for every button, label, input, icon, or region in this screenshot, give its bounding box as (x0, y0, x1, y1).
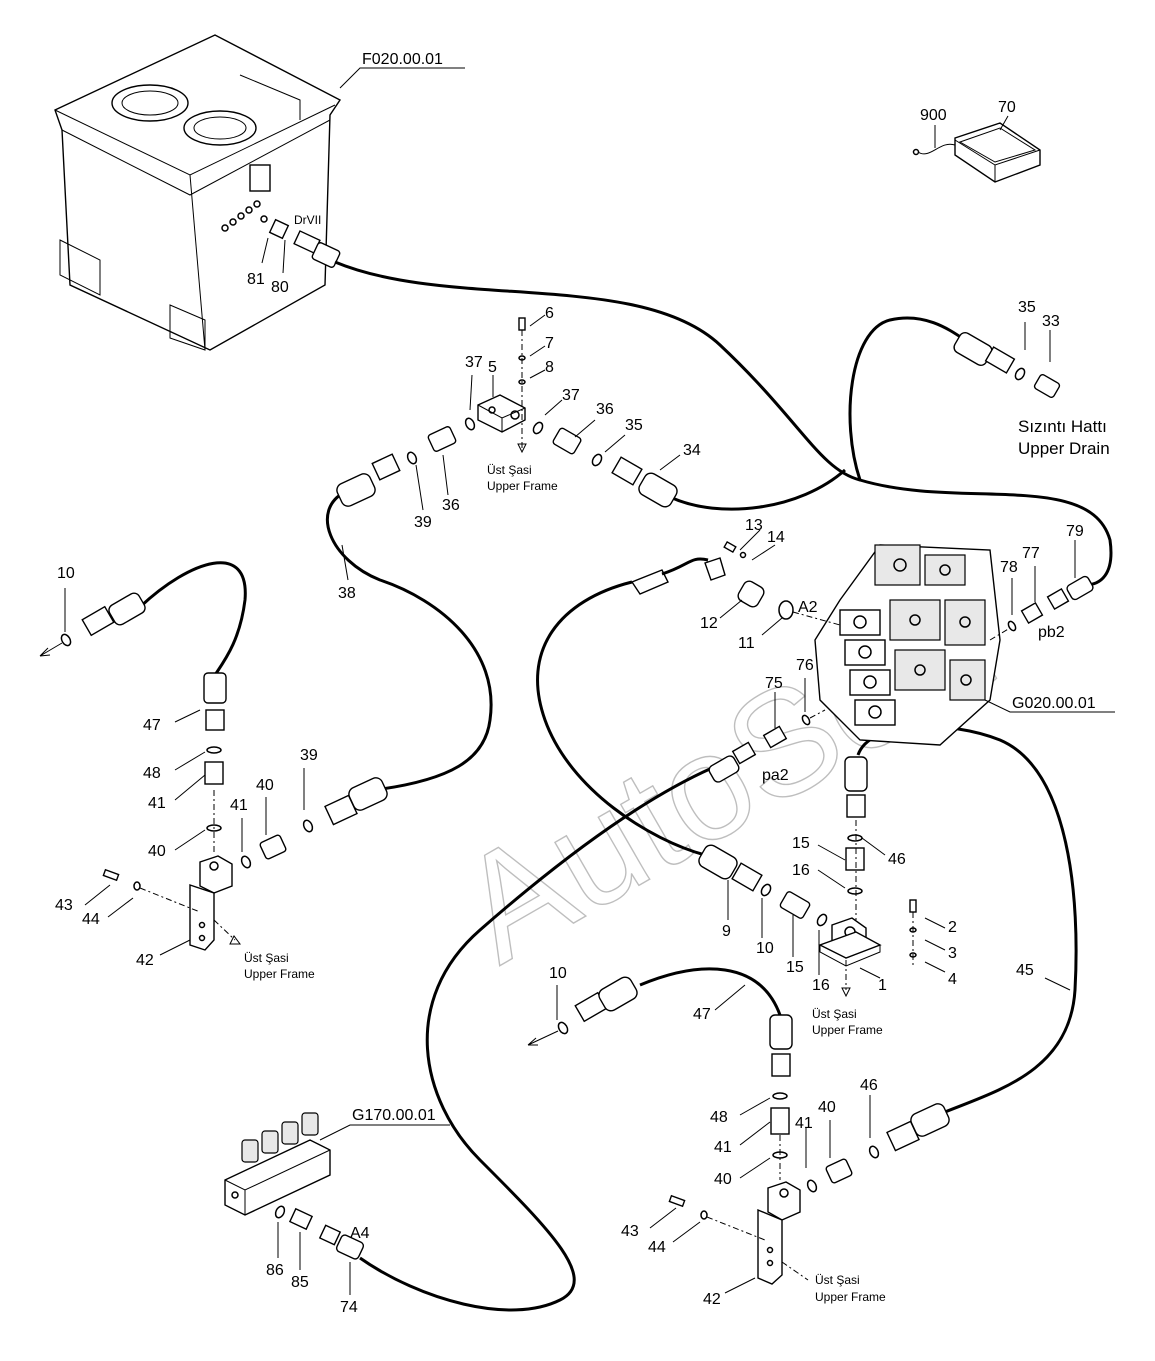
frame-note-lower-tr: Üst Şasi (815, 1273, 860, 1287)
callout-78: 78 (1000, 559, 1018, 576)
callout-39-top: 39 (414, 514, 432, 531)
frame-note-center-tr: Üst Şasi (487, 463, 532, 477)
callout-46-center: 46 (888, 851, 906, 868)
hose-lines (138, 260, 1113, 1312)
callout-10-center: 10 (756, 940, 774, 957)
callout-7: 7 (545, 335, 554, 352)
callout-76: 76 (796, 657, 814, 674)
callout-37-left: 37 (465, 354, 483, 371)
callout-35-right: 35 (625, 417, 643, 434)
callout-44-lower: 44 (648, 1239, 666, 1256)
callout-34: 34 (683, 442, 701, 459)
callout-45: 45 (1016, 962, 1034, 979)
left-bracket-assembly (39, 592, 388, 951)
callout-41-left-b: 41 (230, 797, 248, 814)
tank-assembly-label: F020.00.01 (362, 51, 443, 68)
callout-43-left: 43 (55, 897, 73, 914)
callout-10-left: 10 (57, 565, 75, 582)
callout-47-lower: 47 (693, 1006, 711, 1023)
drain-label-en: Upper Drain (1018, 439, 1110, 458)
valve-assembly-label: G020.00.01 (1012, 695, 1096, 712)
control-valve (814, 544, 1001, 746)
callout-11: 11 (738, 635, 755, 652)
callout-16-right: 16 (792, 862, 810, 879)
callout-42-lower: 42 (703, 1291, 721, 1308)
frame-note-left-en: Upper Frame (244, 967, 315, 981)
callout-3: 3 (948, 945, 957, 962)
block-assembly-label: G170.00.01 (352, 1107, 436, 1124)
callout-5: 5 (488, 359, 497, 376)
frame-note-center-en: Upper Frame (487, 479, 558, 493)
callout-48-lower: 48 (710, 1109, 728, 1126)
callout-4: 4 (948, 971, 957, 988)
callout-40-left-b: 40 (256, 777, 274, 794)
callout-42-left: 42 (136, 952, 154, 969)
port-pb2: pb2 (1038, 624, 1065, 641)
callout-36-left: 36 (442, 497, 460, 514)
frame-note-center2-en: Upper Frame (812, 1023, 883, 1037)
callout-43-lower: 43 (621, 1223, 639, 1240)
elbow-a2 (630, 540, 841, 626)
callout-36-right: 36 (596, 401, 614, 418)
splitter-block (477, 317, 527, 454)
port-a2: A2 (798, 599, 818, 616)
splitter-right-fittings (532, 421, 678, 508)
callout-70: 70 (998, 99, 1016, 116)
pa2-fittings (708, 709, 826, 783)
callout-47-left: 47 (143, 717, 161, 734)
callout-2: 2 (948, 919, 957, 936)
lower-bracket-assembly (527, 976, 950, 1285)
drvii-label: DrVII (294, 213, 321, 227)
callout-81: 81 (247, 271, 265, 288)
callout-15-center: 15 (786, 959, 804, 976)
callout-46-lower: 46 (860, 1077, 878, 1094)
callout-1: 1 (878, 977, 887, 994)
frame-note-left-tr: Üst Şasi (244, 951, 289, 965)
callout-13: 13 (745, 517, 763, 534)
callout-6: 6 (545, 305, 554, 322)
center-bracket-assembly (698, 756, 917, 998)
callout-48-left: 48 (143, 765, 161, 782)
callout-41-lower-a: 41 (714, 1139, 732, 1156)
port-a4: A4 (350, 1225, 370, 1242)
callout-85: 85 (291, 1274, 309, 1291)
callout-40-left-a: 40 (148, 843, 166, 860)
callout-80: 80 (271, 279, 289, 296)
callout-33: 33 (1042, 313, 1060, 330)
frame-note-center2-tr: Üst Şasi (812, 1007, 857, 1021)
callout-35-drain: 35 (1018, 299, 1036, 316)
callout-37-right: 37 (562, 387, 580, 404)
solenoid-block (224, 1112, 365, 1260)
frame-note-lower-en: Upper Frame (815, 1290, 886, 1304)
callout-77: 77 (1022, 545, 1040, 562)
callout-40-lower-b: 40 (818, 1099, 836, 1116)
upper-drain-fittings (953, 331, 1061, 399)
callout-900: 900 (920, 107, 947, 124)
callout-41-lower-b: 41 (795, 1115, 813, 1132)
callout-16-center: 16 (812, 977, 830, 994)
splitter-left-fittings (336, 417, 476, 507)
foot-pedal (912, 122, 1041, 183)
drain-label-tr: Sızıntı Hattı (1018, 417, 1107, 436)
callout-39-left: 39 (300, 747, 318, 764)
port-pa2: pa2 (762, 767, 789, 784)
callout-14: 14 (767, 529, 785, 546)
callout-40-lower-a: 40 (714, 1171, 732, 1188)
callout-8: 8 (545, 359, 554, 376)
callout-15-right: 15 (792, 835, 810, 852)
pb2-fittings (989, 575, 1094, 641)
callout-75: 75 (765, 675, 783, 692)
callout-44-left: 44 (82, 911, 100, 928)
callout-74: 74 (340, 1299, 358, 1316)
callout-38: 38 (338, 585, 356, 602)
callout-10-lower: 10 (549, 965, 567, 982)
hydraulic-tank (54, 34, 342, 351)
tank-drain-fittings (268, 218, 341, 268)
callout-41-left-a: 41 (148, 795, 166, 812)
callout-9: 9 (722, 923, 731, 940)
callout-12: 12 (700, 615, 718, 632)
callout-79: 79 (1066, 523, 1084, 540)
callout-86: 86 (266, 1262, 284, 1279)
